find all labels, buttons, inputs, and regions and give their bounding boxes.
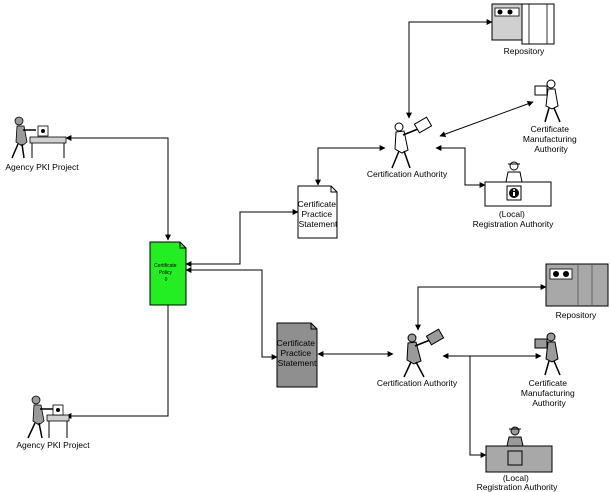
svg-text:Certificate Practice: Certificate Practice Statement: [298, 199, 339, 229]
top-ra-label-line1: (Local): [499, 209, 525, 219]
connector-top-agency-policy: [65, 135, 171, 241]
bottom-ra-figure: [485, 426, 553, 473]
top-cps-label-line1: Certificate: [298, 199, 337, 209]
top-repository-icon: [491, 3, 555, 45]
top-agency-label: Agency PKI Project: [5, 162, 79, 172]
connector-top-ca-cma: [439, 101, 534, 137]
certificate-policy-document: Certificate Policy 0: [149, 241, 187, 306]
bottom-cma-figure: [534, 332, 561, 376]
svg-text:Certificate Manufacturing: Certificate Manufacturing Authority: [523, 124, 579, 154]
bottom-cps-label-line3: Statement: [278, 358, 317, 368]
svg-text:(Local) Registration Autho: (Local) Registration Authority: [477, 473, 559, 492]
policy-label-line2: Policy: [159, 270, 173, 276]
bottom-cma-label-line1: Certificate: [529, 378, 568, 388]
connector-bottom-agency-policy: [65, 274, 171, 419]
connector-top-ca-ra: [435, 145, 486, 188]
svg-text:Certificate Practice: Certificate Practice Statement: [277, 338, 318, 368]
policy-label-line3: 0: [165, 277, 168, 283]
top-cps-label-line3: Statement: [299, 219, 338, 229]
top-cma-figure: [534, 79, 561, 123]
connector-policy-top-cps: [185, 209, 299, 267]
connector-bottom-ca-ra: [469, 356, 487, 458]
top-ra-figure: [484, 161, 552, 207]
top-cma-label-line3: Authority: [534, 144, 568, 154]
connectors: [65, 19, 547, 458]
bottom-cma-label-line3: Authority: [532, 398, 566, 408]
top-agency-pki-project-figure: [11, 116, 67, 159]
bottom-cps-document: Certificate Practice Statement: [276, 322, 318, 388]
policy-page: [149, 241, 187, 306]
connector-top-cps-ca: [315, 145, 386, 186]
top-cps-document: Certificate Practice Statement: [297, 185, 339, 239]
svg-text:Certificate Policy: Certificate Policy 0: [154, 263, 178, 283]
bottom-repository-label: Repository: [556, 310, 597, 320]
policy-label-line1: Certificate: [154, 263, 177, 269]
connector-policy-bottom-cps: [185, 267, 278, 360]
connector-top-ca-repository: [406, 19, 493, 119]
top-cma-label-line2: Manufacturing: [523, 134, 577, 144]
top-repository-label: Repository: [504, 46, 545, 56]
top-certification-authority-figure: [391, 116, 433, 169]
bottom-cps-label-line2: Practice: [280, 348, 311, 358]
top-cps-label-line2: Practice: [301, 209, 332, 219]
bottom-ra-label-line1: (Local): [503, 473, 529, 483]
bottom-cma-label-line2: Manufacturing: [521, 388, 575, 398]
bottom-agency-label: Agency PKI Project: [16, 440, 90, 450]
bottom-cps-label-line1: Certificate: [277, 338, 316, 348]
connector-bottom-ca-repository: [415, 284, 547, 331]
bottom-agency-pki-project-figure: [27, 395, 70, 439]
bottom-ra-label-line2: Registration Authority: [477, 482, 559, 492]
bottom-certification-authority-figure: [403, 328, 445, 378]
top-cma-label-line1: Certificate: [531, 124, 570, 134]
bottom-ca-label: Certification Authority: [377, 378, 458, 388]
bottom-repository-icon: [545, 263, 609, 307]
top-ra-label-line2: Registration Authority: [473, 219, 555, 229]
svg-text:Certificate Manufacturing: Certificate Manufacturing Authority: [521, 378, 577, 408]
svg-text:(Local) Registration Autho: (Local) Registration Authority: [473, 209, 555, 229]
top-ca-label: Certification Authority: [367, 169, 448, 179]
